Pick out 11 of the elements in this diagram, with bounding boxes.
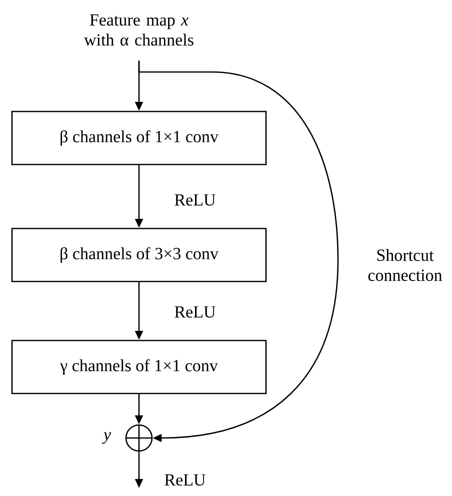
node-caption: y xyxy=(102,432,112,444)
edge-label: ReLU xyxy=(164,474,206,486)
sum-circle xyxy=(125,424,153,452)
input-label: Feature map x with α channels xyxy=(84,14,194,46)
process-box: β channels of 1×1 conv xyxy=(11,110,267,166)
edge-label: ReLU xyxy=(174,194,216,206)
process-box: γ channels of 1×1 conv xyxy=(11,340,267,394)
process-box: β channels of 3×3 conv xyxy=(11,228,267,282)
arrow xyxy=(138,60,339,442)
edge-label: ReLU xyxy=(174,306,216,318)
edge-label: Shortcut connection xyxy=(368,249,442,281)
